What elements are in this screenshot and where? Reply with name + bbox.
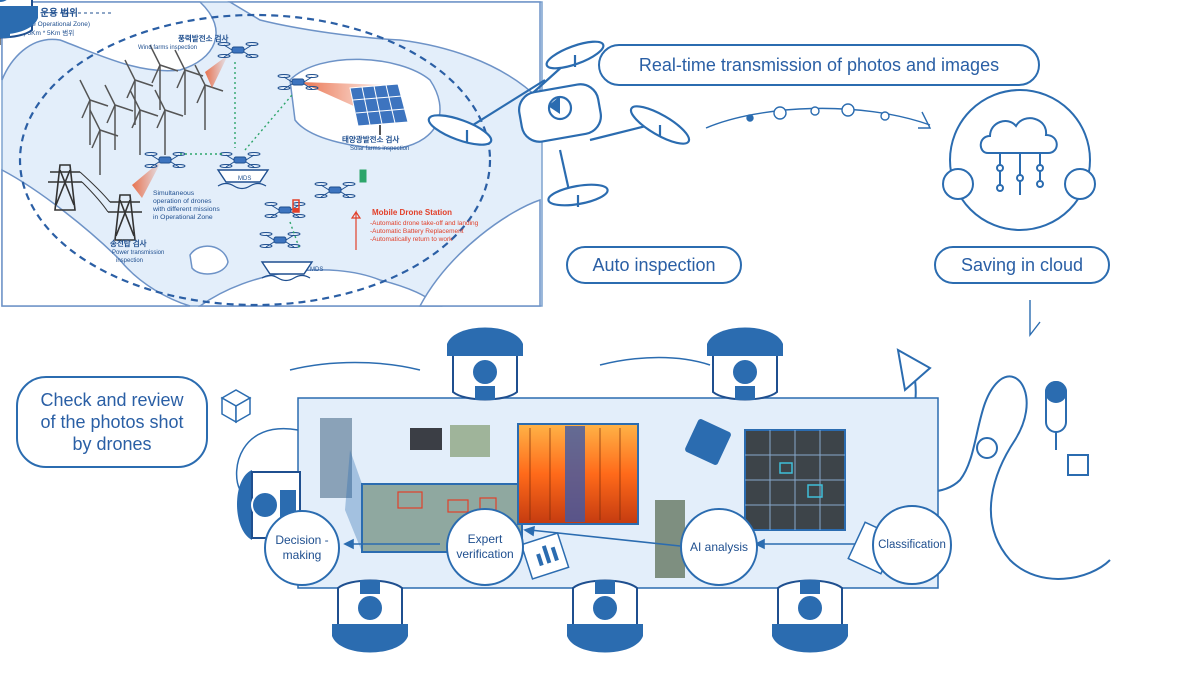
cube-icon — [220, 389, 252, 424]
large-drone-icon — [427, 40, 691, 207]
review-table — [235, 356, 939, 589]
mds-label-2: MDS — [310, 267, 323, 273]
decorative-lines — [819, 348, 1111, 580]
check-review-text: Check and review of the photos shot by d… — [40, 390, 184, 454]
solar-panel-icon — [349, 83, 409, 135]
realtime-transmission-label: Real-time transmission of photos and ima… — [598, 44, 1040, 86]
solar-label-en: Solar farms inspection — [350, 146, 409, 152]
transmission-path — [705, 103, 932, 129]
operational-zone-map: ※ 드론 운용 범위 (Drone Operational Zone) Ex) … — [0, 0, 543, 307]
station-line-3: -Automatically return to work — [370, 236, 453, 243]
station-title: Mobile Drone Station — [372, 208, 452, 217]
auto-inspection-label: Auto inspection — [566, 246, 742, 284]
check-review-label: Check and review of the photos shot by d… — [16, 376, 208, 468]
power-tower-icon — [48, 164, 142, 241]
power-label-en-1: Power transmission — [112, 250, 164, 256]
simultaneous-line-1: Simultaneous — [153, 190, 195, 197]
range-subtitle-1: (Drone Operational Zone) — [16, 21, 90, 28]
station-line-2: -Automatic Battery Replacement — [370, 228, 464, 235]
range-subtitle-2: Ex) 5Km * 5Km 범위 — [16, 28, 74, 37]
decision-making-text: Decision -making — [275, 533, 329, 562]
mds-boat-icons: MDS MDS — [216, 169, 323, 282]
realtime-transmission-text: Real-time transmission of photos and ima… — [638, 54, 1000, 75]
classification-text: Classification — [878, 538, 946, 551]
document-icon — [685, 419, 731, 465]
simultaneous-line-2: operation of drones — [153, 198, 212, 205]
ai-analysis-text: AI analysis — [689, 539, 749, 554]
simultaneous-line-4: in Operational Zone — [153, 214, 213, 221]
mds-label-1: MDS — [238, 176, 251, 182]
saving-in-cloud-text: Saving in cloud — [960, 254, 1084, 275]
battery-full-icon — [359, 169, 367, 183]
down-arrow-icon — [1029, 300, 1041, 338]
ai-analysis-node: AI analysis — [680, 508, 758, 586]
saving-in-cloud-label: Saving in cloud — [934, 246, 1110, 284]
solar-label-ko: 태양광발전소 검사 — [342, 134, 399, 144]
photo-thumb — [320, 418, 352, 498]
wind-label-en: Wind farms inspection — [138, 45, 197, 51]
photo-thumb — [410, 428, 442, 450]
photo-thumb — [450, 425, 490, 457]
power-label-en-2: inspection — [116, 258, 143, 264]
decision-making-node: Decision -making — [264, 510, 340, 586]
expert-verification-node: Expert verification — [446, 508, 524, 586]
expert-verification-text: Expert verification — [456, 532, 514, 561]
classification-node: Classification — [872, 505, 952, 585]
station-line-1: -Automatic drone take-off and landing — [370, 220, 479, 227]
wind-label-ko: 풍력발전소 검사 — [178, 33, 228, 43]
cloud-icon — [942, 89, 1096, 231]
simultaneous-line-3: with different missions — [152, 206, 220, 213]
auto-inspection-text: Auto inspection — [592, 254, 716, 275]
power-label-ko: 송전탑 검사 — [110, 238, 147, 248]
